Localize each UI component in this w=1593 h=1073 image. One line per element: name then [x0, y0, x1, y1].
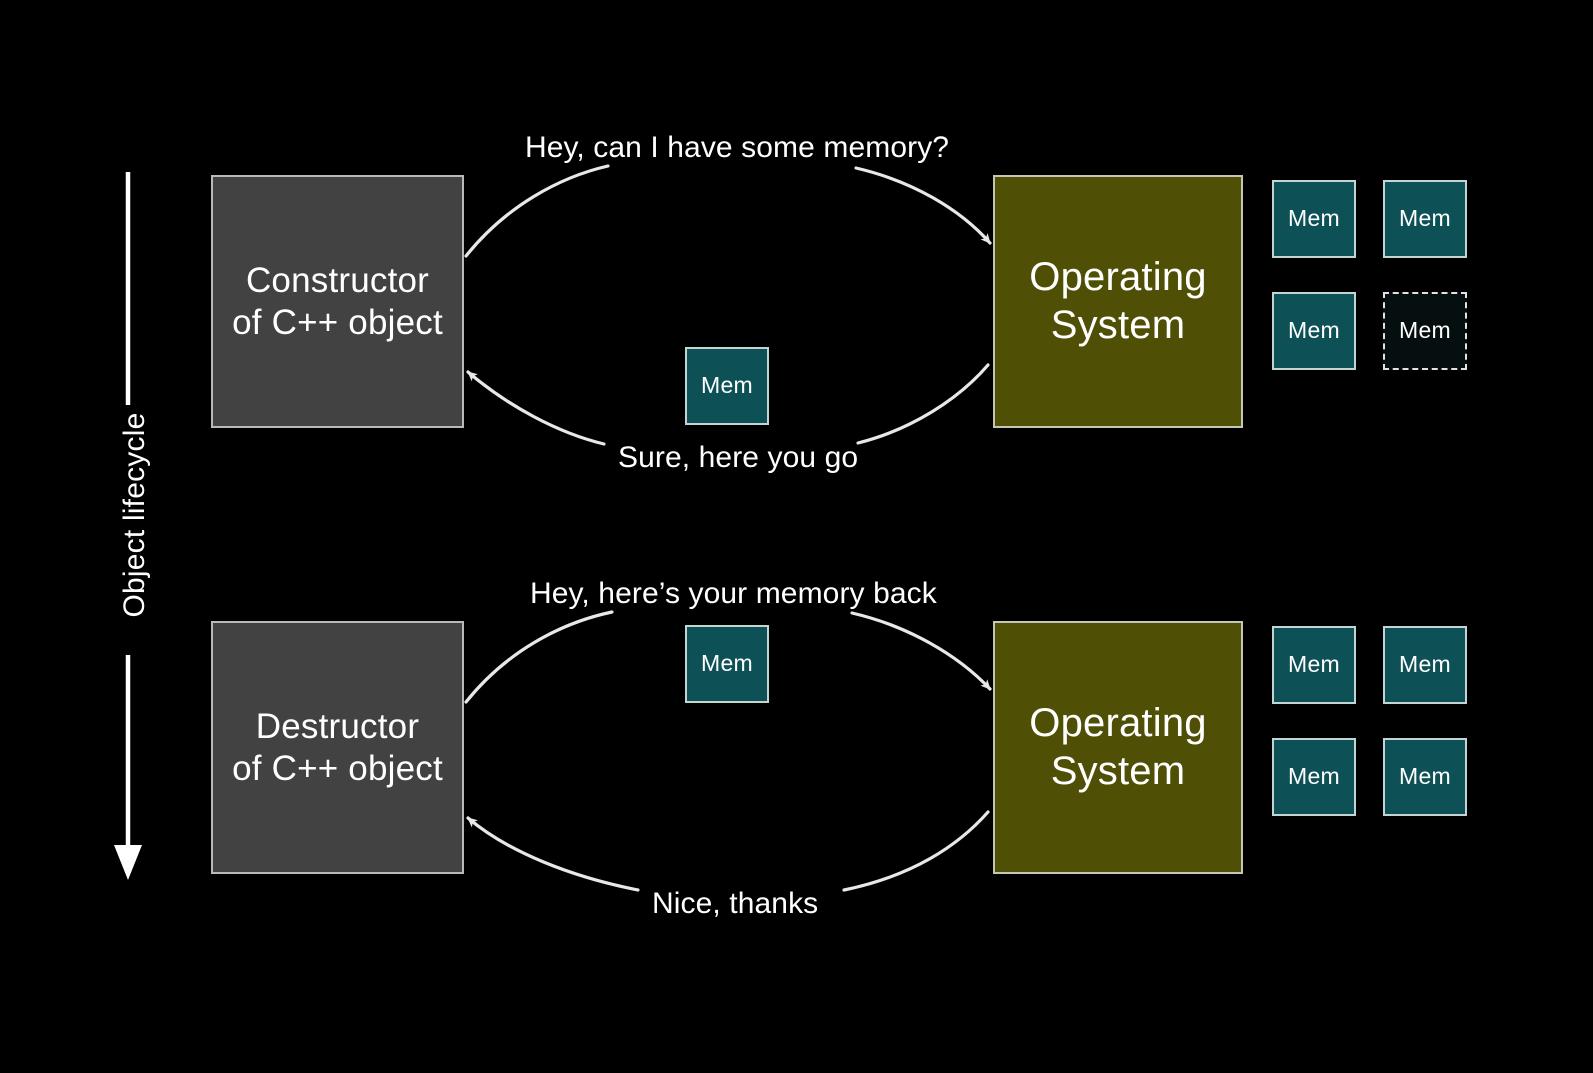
mem-block-label: Mem	[1398, 763, 1451, 790]
os-line-1: Operating	[1029, 701, 1207, 746]
arrow-response-deallocation	[466, 810, 990, 892]
lifecycle-axis-label: Object lifecycle	[118, 412, 151, 618]
os-pool-block-3-allocation[interactable]: Mem	[1272, 292, 1356, 370]
mem-block-in-transit-allocation[interactable]: Mem	[685, 347, 769, 425]
destructor-box[interactable]: Destructor of C++ object	[211, 621, 464, 874]
destructor-line-1: Destructor	[255, 707, 420, 747]
constructor-box-text: Constructor of C++ object	[232, 260, 443, 343]
os-pool-block-4-deallocation[interactable]: Mem	[1383, 738, 1467, 816]
constructor-line-2: of C++ object	[232, 302, 443, 342]
os-pool-block-4-allocation-freed[interactable]: Mem	[1383, 292, 1467, 370]
caption-response-allocation: Sure, here you go	[618, 441, 859, 474]
os-pool-block-2-deallocation[interactable]: Mem	[1383, 626, 1467, 704]
mem-block-label: Mem	[1398, 317, 1451, 344]
mem-block-in-transit-deallocation[interactable]: Mem	[685, 625, 769, 703]
lifecycle-axis: Object lifecycle	[110, 168, 151, 880]
mem-block-label: Mem	[1398, 651, 1451, 678]
arrow-request-allocation	[464, 164, 992, 258]
os-pool-block-2-allocation[interactable]: Mem	[1383, 180, 1467, 258]
mem-block-label: Mem	[1398, 205, 1451, 232]
operating-system-text: Operating System	[1029, 254, 1206, 348]
caption-request-allocation: Hey, can I have some memory?	[525, 131, 950, 164]
constructor-box[interactable]: Constructor of C++ object	[211, 175, 464, 428]
constructor-line-1: Constructor	[245, 261, 430, 301]
operating-system-box-deallocation[interactable]: Operating System	[993, 621, 1243, 874]
os-pool-block-1-deallocation[interactable]: Mem	[1272, 626, 1356, 704]
mem-block-label: Mem	[700, 650, 753, 677]
mem-block-label: Mem	[1287, 205, 1340, 232]
operating-system-text: Operating System	[1029, 700, 1206, 794]
os-line-2: System	[1050, 302, 1186, 347]
os-line-1: Operating	[1029, 255, 1207, 300]
mem-block-label: Mem	[700, 372, 753, 399]
mem-block-label: Mem	[1287, 317, 1340, 344]
destructor-box-text: Destructor of C++ object	[232, 706, 443, 789]
os-pool-block-1-allocation[interactable]: Mem	[1272, 180, 1356, 258]
os-pool-block-3-deallocation[interactable]: Mem	[1272, 738, 1356, 816]
mem-block-label: Mem	[1287, 651, 1340, 678]
operating-system-box-allocation[interactable]: Operating System	[993, 175, 1243, 428]
caption-request-deallocation: Hey, here’s your memory back	[530, 577, 937, 610]
destructor-line-2: of C++ object	[232, 748, 443, 788]
os-line-2: System	[1050, 748, 1186, 793]
mem-block-label: Mem	[1287, 763, 1340, 790]
caption-response-deallocation: Nice, thanks	[652, 887, 819, 920]
